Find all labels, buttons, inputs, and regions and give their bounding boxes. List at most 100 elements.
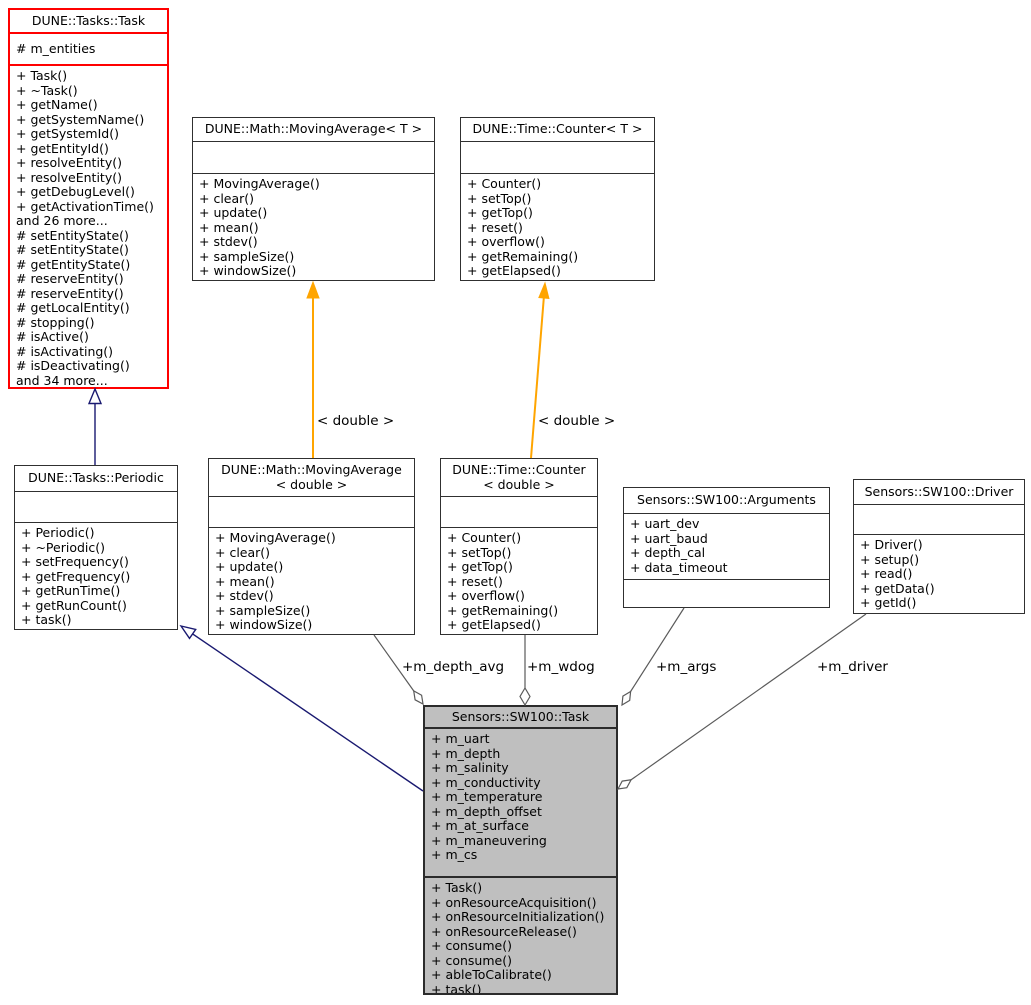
class-title: DUNE::Math::MovingAverage< T > xyxy=(204,121,423,137)
member-row: + getFrequency() xyxy=(21,568,131,584)
class-methods: + Periodic()+ ~Periodic()+ setFrequency(… xyxy=(15,522,177,629)
member-row: + getTop() xyxy=(467,205,533,220)
member-row: + reset() xyxy=(447,573,503,589)
class-title: Sensors::SW100::Arguments xyxy=(637,492,816,508)
class-methods: + MovingAverage()+ clear()+ update()+ me… xyxy=(193,173,434,280)
member-row: + resolveEntity() xyxy=(16,169,122,185)
member-row: + getElapsed() xyxy=(447,617,541,632)
member-row: + depth_cal xyxy=(630,545,706,560)
class-title: DUNE::Math::MovingAverage < double > xyxy=(221,462,402,492)
member-row: + Driver() xyxy=(860,537,923,552)
member-row: # isDeactivating() xyxy=(16,358,130,373)
member-row: + getElapsed() xyxy=(467,263,561,278)
member-row: + m_cs xyxy=(431,847,478,862)
member-row: + resolveEntity() xyxy=(16,155,122,170)
member-row: + uart_dev xyxy=(630,516,700,531)
member-row: + task() xyxy=(431,981,482,993)
member-row: + Counter() xyxy=(447,530,522,545)
class-attributes xyxy=(441,496,597,527)
member-row: + m_at_surface xyxy=(431,818,529,833)
class-methods: + MovingAverage()+ clear()+ update()+ me… xyxy=(209,527,414,634)
member-row: + overflow() xyxy=(447,588,525,603)
member-row: + getEntityId() xyxy=(16,140,109,156)
member-row: + read() xyxy=(860,566,913,581)
member-row: + m_depth xyxy=(431,745,501,761)
member-row: + mean() xyxy=(215,573,275,589)
class-methods xyxy=(624,579,829,607)
member-row: + stdev() xyxy=(215,588,274,603)
member-row: + onResourceAcquisition() xyxy=(431,894,597,910)
member-row: + setFrequency() xyxy=(21,554,129,569)
class-box-dune-math-movingaverage-double[interactable]: DUNE::Math::MovingAverage < double > + M… xyxy=(208,458,415,635)
class-title: Sensors::SW100::Task xyxy=(451,708,590,724)
class-box-sensors-sw100-arguments[interactable]: Sensors::SW100::Arguments + uart_dev+ ua… xyxy=(623,487,830,608)
class-methods: + Task()+ onResourceAcquisition()+ onRes… xyxy=(425,876,616,993)
class-title: DUNE::Time::Counter< T > xyxy=(472,121,643,137)
member-row: + getSystemName() xyxy=(16,111,145,127)
member-row: + getRemaining() xyxy=(467,248,579,264)
aggregation-edge-m-args xyxy=(621,607,685,707)
member-row: # setEntityState() xyxy=(16,227,129,243)
member-row: + task() xyxy=(21,612,72,627)
edge-label-m-depth-avg: +m_depth_avg xyxy=(402,659,505,675)
member-row: + uart_baud xyxy=(630,530,708,546)
member-row: + Task() xyxy=(16,68,68,83)
class-box-sensors-sw100-driver[interactable]: Sensors::SW100::Driver + Driver()+ setup… xyxy=(853,479,1025,614)
class-title: DUNE::Time::Counter < double > xyxy=(452,462,586,492)
class-attributes xyxy=(854,504,1024,534)
aggregation-edge-m-driver xyxy=(616,613,867,790)
member-row: + setTop() xyxy=(447,544,512,560)
class-attributes xyxy=(15,491,177,522)
member-row: + overflow() xyxy=(467,234,545,249)
class-box-dune-tasks-periodic[interactable]: DUNE::Tasks::Periodic + Periodic()+ ~Per… xyxy=(14,465,178,630)
class-attributes: + m_uart+ m_depth+ m_salinity+ m_conduct… xyxy=(425,727,616,876)
member-row: + onResourceRelease() xyxy=(431,923,577,939)
edge-label-m-driver: +m_driver xyxy=(817,659,888,675)
member-row: + ableToCalibrate() xyxy=(431,967,552,982)
class-title: DUNE::Tasks::Task xyxy=(31,12,146,28)
edge-label-m-wdog: +m_wdog xyxy=(527,659,595,675)
member-row: and 34 more... xyxy=(16,372,108,387)
member-row: + onResourceInitialization() xyxy=(431,909,605,924)
member-row: # setEntityState() xyxy=(16,242,129,257)
class-methods: + Counter()+ setTop()+ getTop()+ reset()… xyxy=(461,173,654,280)
class-attributes: # m_entities xyxy=(10,32,167,64)
class-attributes: + uart_dev+ uart_baud+ depth_cal+ data_t… xyxy=(624,513,829,579)
member-row: # stopping() xyxy=(16,314,95,330)
member-row: # reserveEntity() xyxy=(16,271,124,286)
member-row: # getEntityState() xyxy=(16,256,131,272)
member-row: + m_uart xyxy=(431,731,490,746)
member-row: + update() xyxy=(215,559,284,574)
class-title: DUNE::Tasks::Periodic xyxy=(28,470,164,486)
inheritance-edge-sw100task-to-periodic xyxy=(179,624,424,792)
member-row: + mean() xyxy=(199,219,259,235)
member-row: + stdev() xyxy=(199,234,258,249)
member-row: + Periodic() xyxy=(21,525,95,540)
member-row: + getDebugLevel() xyxy=(16,184,135,199)
member-row: + data_timeout xyxy=(630,559,728,575)
member-row: + reset() xyxy=(467,219,523,235)
member-row: + getData() xyxy=(860,580,935,596)
class-box-dune-time-counter-double[interactable]: DUNE::Time::Counter < double > + Counter… xyxy=(440,458,598,635)
class-methods: + Task()+ ~Task()+ getName()+ getSystemN… xyxy=(10,64,167,387)
member-row: + m_temperature xyxy=(431,789,543,804)
class-attributes xyxy=(209,496,414,527)
member-row: + sampleSize() xyxy=(199,248,295,264)
class-methods: + Driver()+ setup()+ read()+ getData()+ … xyxy=(854,534,1024,613)
member-row: + getRunTime() xyxy=(21,583,121,598)
member-row: and 26 more... xyxy=(16,213,108,228)
member-row: + sampleSize() xyxy=(215,602,311,618)
member-row: + ~Periodic() xyxy=(21,539,105,555)
member-row: + consume() xyxy=(431,938,512,953)
class-attributes xyxy=(461,141,654,173)
member-row: + Task() xyxy=(431,880,483,895)
member-row: + MovingAverage() xyxy=(215,530,336,545)
member-row: + update() xyxy=(199,205,268,220)
class-box-dune-tasks-task[interactable]: DUNE::Tasks::Task # m_entities + Task()+… xyxy=(8,8,169,389)
template-instantiation-edge-counter xyxy=(530,281,550,459)
class-box-dune-math-movingaverage-t[interactable]: DUNE::Math::MovingAverage< T > + MovingA… xyxy=(192,117,435,281)
class-box-sensors-sw100-task[interactable]: Sensors::SW100::Task + m_uart+ m_depth+ … xyxy=(423,705,618,995)
member-row: # isActive() xyxy=(16,329,89,344)
member-row: + windowSize() xyxy=(215,617,313,632)
class-box-dune-time-counter-t[interactable]: DUNE::Time::Counter< T > + Counter()+ se… xyxy=(460,117,655,281)
